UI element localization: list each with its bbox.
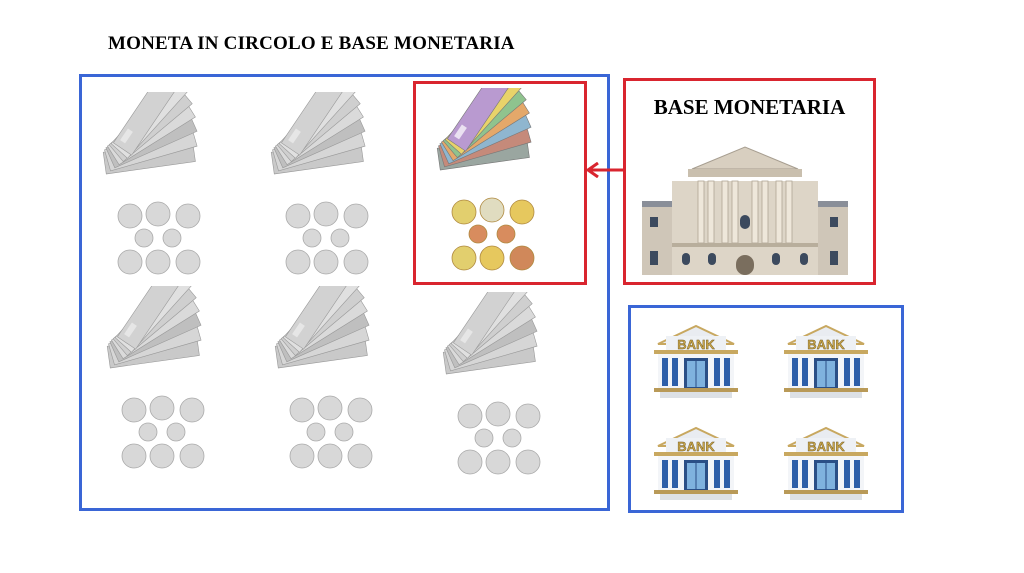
banknotes-icon	[102, 92, 198, 175]
banknotes-icon	[270, 92, 366, 175]
money-group	[268, 286, 408, 476]
money-group	[100, 286, 240, 476]
bank-icon: BANK	[780, 424, 872, 504]
base-monetaria-box: BASE MONETARIA	[623, 78, 876, 285]
bank-sign: BANK	[807, 439, 845, 454]
page-title: MONETA IN CIRCOLO E BASE MONETARIA	[108, 33, 515, 54]
arrow-icon	[585, 162, 624, 178]
commercial-banks-box	[628, 305, 904, 513]
banknotes-icon	[436, 88, 532, 171]
coins-icon	[121, 395, 205, 469]
banknotes-icon	[106, 286, 202, 369]
bank-icon: BANK	[780, 322, 872, 402]
bank-icon: BANK	[650, 322, 742, 402]
banknotes-icon	[442, 292, 538, 375]
bank-sign: BANK	[677, 439, 715, 454]
money-in-circulation-box	[79, 74, 610, 511]
money-group	[430, 88, 570, 278]
coins-icon	[451, 197, 535, 271]
coins-icon	[457, 401, 541, 475]
banknotes-icon	[274, 286, 370, 369]
money-group	[436, 292, 576, 482]
base-monetaria-label: BASE MONETARIA	[653, 95, 846, 119]
bank-sign: BANK	[677, 337, 715, 352]
bank-icon: BANK	[650, 424, 742, 504]
coins-icon	[289, 395, 373, 469]
coins-icon	[285, 201, 369, 275]
bank-sign: BANK	[807, 337, 845, 352]
money-group	[264, 92, 404, 282]
money-group	[96, 92, 236, 282]
base-money-highlight-box	[413, 81, 587, 285]
central-bank-building-icon	[642, 146, 848, 275]
coins-icon	[117, 201, 201, 275]
